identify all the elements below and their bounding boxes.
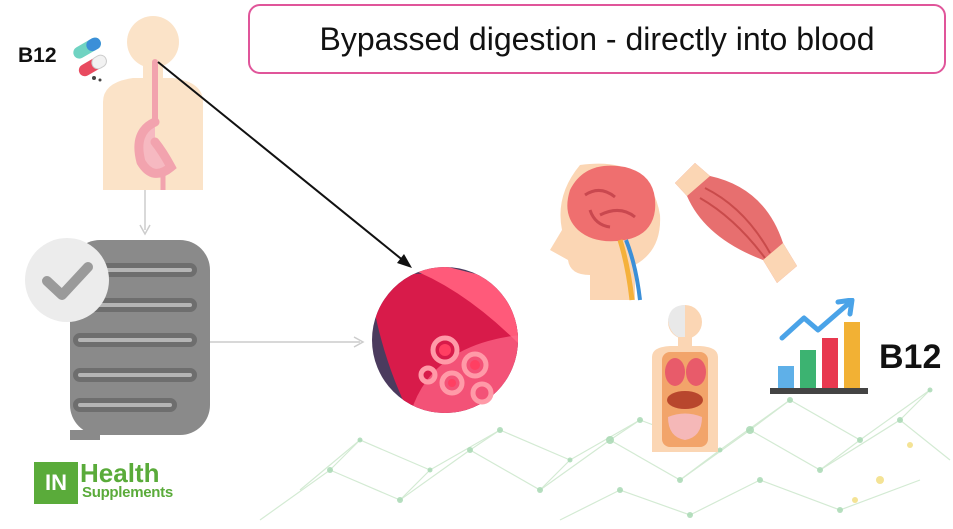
logo-in-mark: IN — [34, 462, 78, 504]
b12-label-levels: B12 — [879, 338, 942, 376]
bar-chart-up-icon — [770, 298, 868, 394]
human-digestive-icon — [103, 16, 203, 190]
diagram-title: Bypassed digestion - directly into blood — [319, 20, 875, 57]
blood-cells-icon — [372, 267, 518, 413]
b12-label-intake: B12 — [18, 44, 57, 67]
anatomy-body-icon — [652, 305, 718, 452]
pills-icon — [73, 37, 107, 82]
logo-line2: Supplements — [82, 484, 173, 501]
arrow-intestine-to-blood — [210, 336, 365, 348]
brain-head-icon — [550, 163, 661, 301]
brand-logo: IN Health Supplements — [34, 458, 179, 504]
arrow-body-to-intestine — [139, 190, 151, 236]
muscle-icon — [675, 163, 797, 283]
logo-line1: Health — [80, 458, 160, 488]
title-box: Bypassed digestion - directly into blood — [248, 4, 946, 74]
checkmark-icon — [25, 238, 109, 322]
